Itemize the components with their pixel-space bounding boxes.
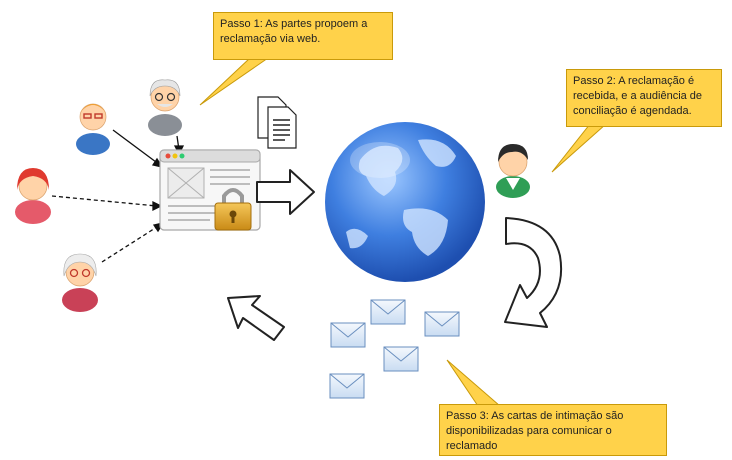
envelope-icon: [424, 311, 460, 337]
browser-window-icon: [159, 149, 261, 231]
envelope-icon: [330, 322, 366, 348]
callout-step-2: Passo 2: A reclamação é recebida, e a au…: [566, 69, 722, 127]
lock-icon: [214, 188, 252, 231]
arrow-icon: [227, 295, 285, 341]
person-icon: [62, 253, 98, 312]
envelope-icon: [383, 346, 419, 372]
callout-2-pointer: [551, 123, 608, 173]
arrow-icon: [504, 217, 563, 328]
person-icon: [15, 168, 51, 224]
globe-icon: [325, 122, 485, 282]
callout-step-3: Passo 3: As cartas de intimação são disp…: [439, 404, 667, 456]
person-icon: [496, 144, 530, 198]
person-icon: [148, 79, 182, 136]
callout-step-1: Passo 1: As partes propoem a reclamação …: [213, 12, 393, 60]
person-icon: [76, 103, 110, 155]
envelope-icon: [370, 299, 406, 325]
document-icon: [257, 96, 297, 149]
callout-3-pointer: [446, 359, 502, 407]
arrow-icon: [256, 169, 315, 215]
envelope-icon: [329, 373, 365, 399]
